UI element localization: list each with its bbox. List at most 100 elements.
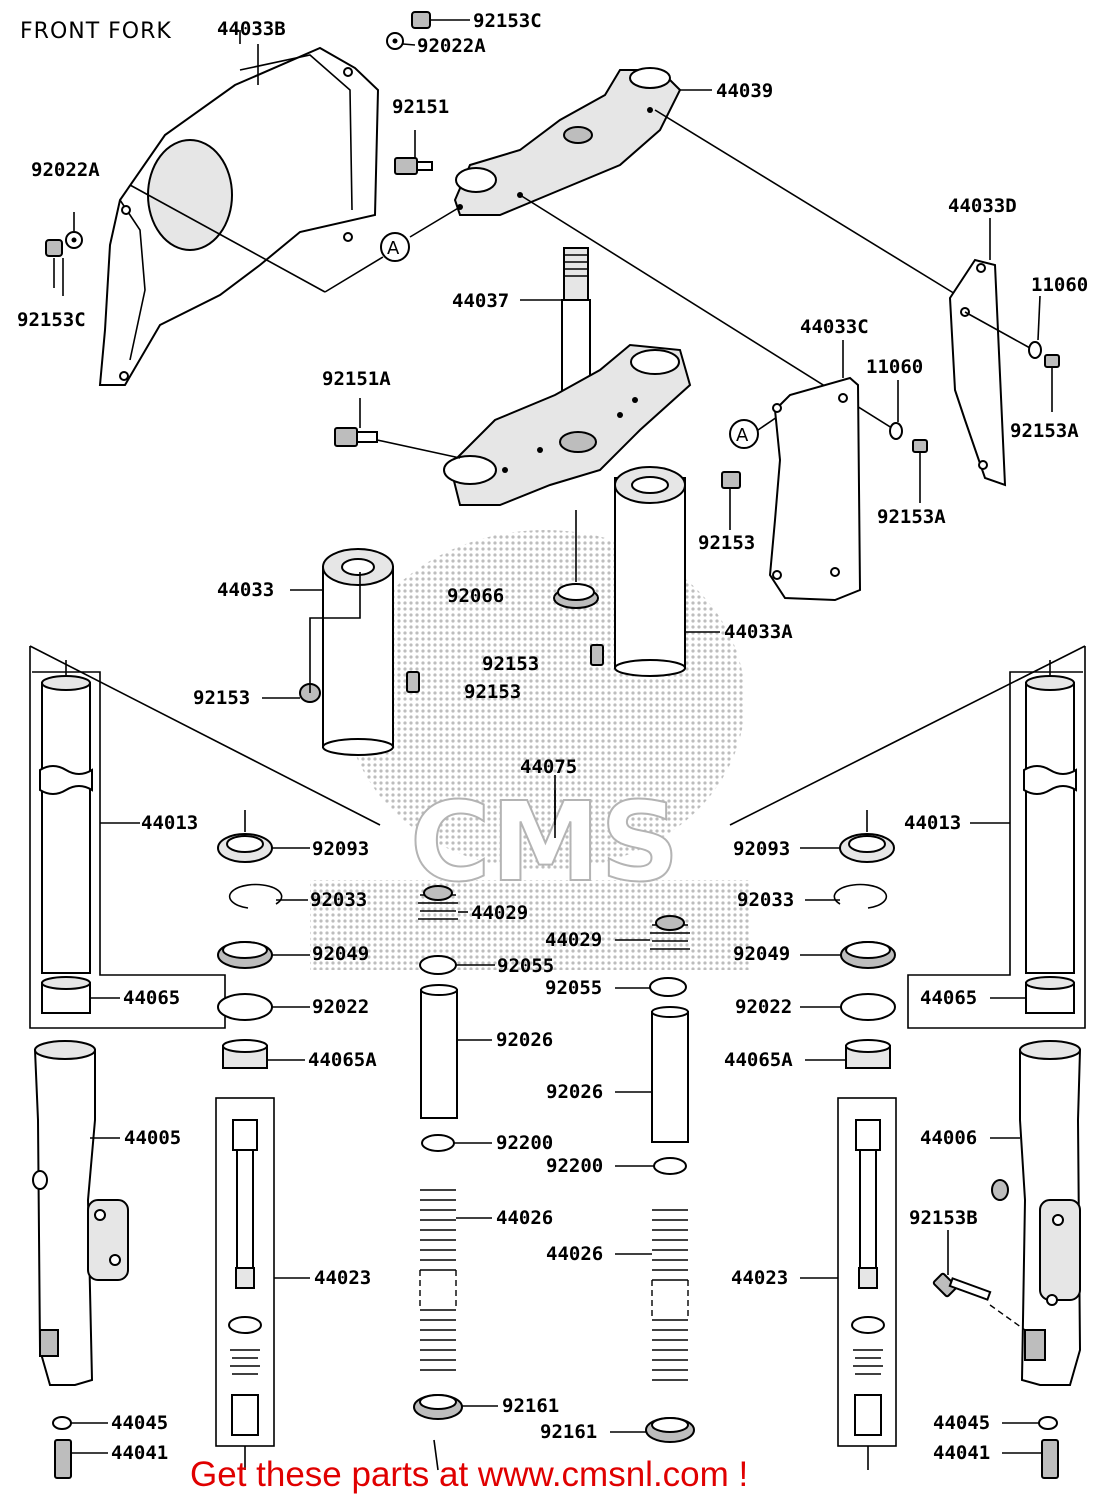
label-92055-left: 92055 [497,955,555,977]
label-44029-right: 44029 [545,929,603,951]
label-44065-right: 44065 [920,987,978,1009]
bolt-92151 [394,130,433,175]
bolt-44041-left [54,1439,108,1479]
label-44033D: 44033D [948,195,1017,217]
label-92161-left: 92161 [502,1395,560,1417]
oring-92055-left [419,955,495,975]
label-44041-left: 44041 [111,1442,169,1464]
label-92153-c1: 92153 [482,653,540,675]
label-92026-left: 92026 [496,1029,554,1051]
label-44006: 44006 [920,1127,978,1149]
svg-text:A: A [736,425,749,446]
bolt-92153-c1 [590,644,604,666]
cover-44033C [768,340,862,602]
page-title: FRONT FORK [20,19,172,44]
bolt-92153A-m [912,439,928,503]
label-44013-left: 44013 [141,812,199,834]
label-92161-right: 92161 [540,1421,598,1443]
label-44075: 44075 [520,756,578,778]
clip-92033-right [805,883,888,909]
label-92153C-left: 92153C [17,309,86,331]
label-44045-left: 44045 [111,1412,169,1434]
inner-tube-right [970,660,1077,974]
washer-92200-right [615,1157,687,1175]
label-92200-right: 92200 [546,1155,604,1177]
fork-cover-44033A [614,466,720,677]
label-44045-right: 44045 [933,1412,991,1434]
bolt-92153C-left [45,239,63,288]
washer-92022A-top [386,32,416,50]
label-44065-left: 44065 [123,987,181,1009]
callout-A-right: A [729,414,781,449]
label-92151A: 92151A [322,368,391,390]
label-92153B: 92153B [909,1207,978,1229]
clip-92033-left [228,883,308,909]
label-92153-l: 92153 [193,687,251,709]
label-44005: 44005 [124,1127,182,1149]
label-44065A-left: 44065A [308,1049,377,1071]
watermark-text: CMS [410,778,679,906]
oring-92055-right [615,977,687,997]
washer-92049-left [217,941,310,969]
spring-seat-44029-left [418,885,468,920]
label-92066: 92066 [447,585,505,607]
label-92022-right: 92022 [735,996,793,1018]
label-92022A-top: 92022A [417,35,486,57]
cover-44033B [98,46,380,386]
cap-92161-right [610,1417,695,1443]
label-92200-left: 92200 [496,1132,554,1154]
label-11060-m: 11060 [866,356,924,378]
ring-92022-left [217,993,310,1021]
outer-tube-44006 [990,1040,1082,1386]
washer-92049-right [800,941,896,969]
seal-92093-right [800,810,895,863]
label-92033-right: 92033 [737,889,795,911]
spring-seat-44029-right [615,915,690,950]
ring-92022-right [800,993,896,1021]
inner-tube-left [39,660,140,974]
outer-tube-44005 [32,1040,129,1386]
label-44013-right: 44013 [904,812,962,834]
pipe-92026-left [420,984,492,1119]
label-44023-right: 44023 [731,1267,789,1289]
bolt-92153-l [262,572,361,703]
label-44037: 44037 [452,290,510,312]
bolt-92153-c2 [406,671,420,693]
label-92055-right: 92055 [545,977,603,999]
bolt-44041-right [1002,1439,1059,1479]
washer-11060-r [1028,295,1042,359]
label-92153-r: 92153 [698,532,756,554]
bolt-92151A [334,398,461,459]
washer-44045-right [1002,1416,1058,1430]
fork-cover-44033 [290,548,394,756]
bushing-44065A-right [805,1039,891,1069]
svg-text:A: A [387,238,400,259]
bushing-44065-left [41,976,120,1014]
spring-44026-right [615,1209,689,1381]
label-92049-right: 92049 [733,943,791,965]
footer-link-text[interactable]: Get these parts at www.cmsnl.com ! [190,1455,749,1494]
label-44033A: 44033A [724,621,793,643]
label-92022A-left: 92022A [31,159,100,181]
seal-92093-left [217,810,310,863]
label-44026-left: 44026 [496,1207,554,1229]
callout-A-top: A [380,232,410,262]
label-44026-right: 44026 [546,1243,604,1265]
bolt-92153-r [721,471,741,530]
label-92033-left: 92033 [310,889,368,911]
label-44041-right: 44041 [933,1442,991,1464]
label-92153A-m: 92153A [877,506,946,528]
spring-44026-left [419,1189,492,1371]
bushing-44065-right [990,976,1075,1014]
washer-92022A-left [65,212,83,249]
bolt-92153A-r [1044,354,1060,412]
lower-bracket [443,343,692,506]
label-44033C: 44033C [800,316,869,338]
cap-92161-left [413,1394,498,1471]
label-44023-left: 44023 [314,1267,372,1289]
label-44033: 44033 [217,579,275,601]
label-92151: 92151 [392,96,450,118]
label-92026-right: 92026 [546,1081,604,1103]
